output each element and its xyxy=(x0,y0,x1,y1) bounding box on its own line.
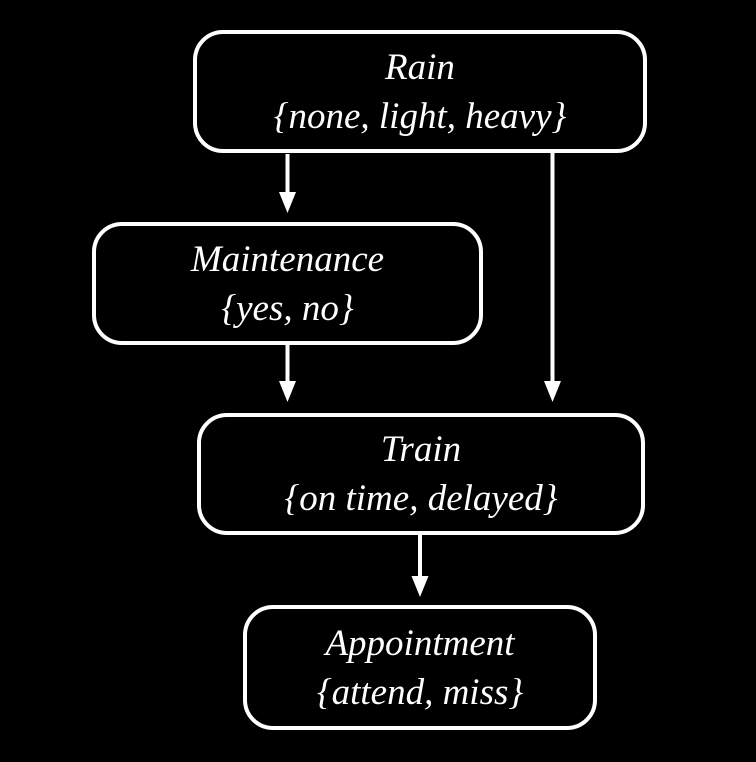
node-appointment-values: {attend, miss} xyxy=(316,671,524,713)
node-maintenance: Maintenance {yes, no} xyxy=(92,222,483,345)
edge-train-to-appointment-arrowhead-icon xyxy=(411,576,429,597)
edge-rain-to-maintenance xyxy=(279,154,296,213)
edge-train-to-appointment xyxy=(411,534,429,597)
node-rain-values: {none, light, heavy} xyxy=(273,95,567,137)
node-appointment: Appointment {attend, miss} xyxy=(243,605,597,730)
node-rain: Rain {none, light, heavy} xyxy=(193,30,647,153)
node-train-values: {on time, delayed} xyxy=(284,478,558,519)
node-maintenance-values: {yes, no} xyxy=(221,287,354,329)
edge-rain-to-train-arrowhead-icon xyxy=(544,381,561,402)
node-maintenance-label: Maintenance xyxy=(190,238,385,280)
node-rain-label: Rain xyxy=(385,46,455,88)
edge-rain-to-train xyxy=(544,152,561,402)
node-train-label: Train xyxy=(380,429,462,470)
edge-maintenance-to-train-arrowhead-icon xyxy=(279,381,296,402)
edge-maintenance-to-train xyxy=(279,344,296,402)
edge-rain-to-maintenance-arrowhead-icon xyxy=(279,192,296,213)
node-train: Train {on time, delayed} xyxy=(197,413,645,535)
node-appointment-label: Appointment xyxy=(325,622,515,664)
